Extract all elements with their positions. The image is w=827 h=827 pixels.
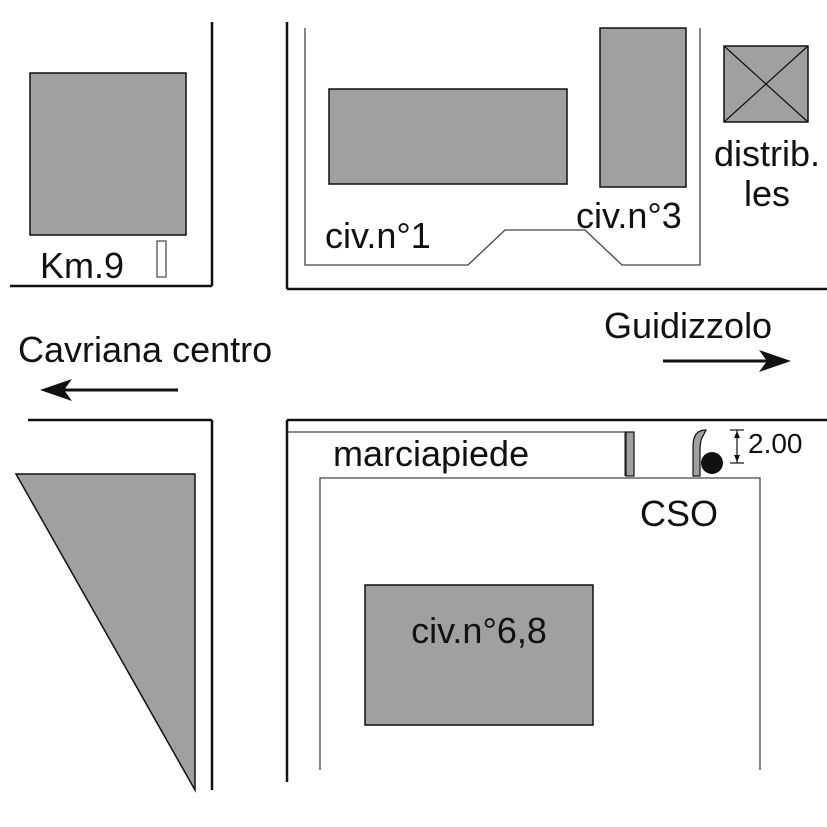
civ3-label: civ.n°3 <box>576 195 682 236</box>
distributor-box <box>723 45 809 123</box>
cavriana-label: Cavriana centro <box>18 329 272 370</box>
distrib-label-line2: les <box>744 173 790 214</box>
block-top-left: Km.9 <box>10 22 214 288</box>
property-boundary <box>304 28 701 266</box>
block-top-right: civ.n°1 civ.n°3 distrib. les <box>285 22 827 291</box>
distrib-label-line1: distrib. <box>714 133 820 174</box>
marciapiede-label: marciapiede <box>333 433 529 474</box>
km-marker-post <box>156 240 167 278</box>
dimension-marker <box>730 429 744 464</box>
triangular-lot <box>14 473 196 793</box>
building-civ68 <box>364 584 594 726</box>
building-civ3 <box>599 27 687 188</box>
cso-label: CSO <box>640 493 718 534</box>
property-boundary <box>319 477 761 770</box>
civ1-label: civ.n°1 <box>325 215 431 256</box>
building-civ1 <box>328 88 568 185</box>
cso-point-icon <box>701 452 723 474</box>
cso-marker <box>692 429 723 477</box>
arrow-left-icon <box>40 379 178 401</box>
block-bottom-right: marciapiede civ.n°6,8 2.00 CSO <box>285 418 827 782</box>
arrow-right-icon <box>663 350 791 372</box>
guidizzolo-label: Guidizzolo <box>604 305 772 346</box>
sidewalk-end-marker <box>625 431 635 477</box>
sidewalk-outline <box>287 431 626 476</box>
building <box>29 72 187 236</box>
km-marker-label: Km.9 <box>40 245 124 286</box>
block-bottom-left <box>14 418 214 793</box>
civ68-label: civ.n°6,8 <box>411 610 547 651</box>
dimension-label: 2.00 <box>748 428 803 459</box>
road-directions: Cavriana centro Guidizzolo <box>18 305 791 401</box>
cso-curb-icon <box>692 429 707 477</box>
